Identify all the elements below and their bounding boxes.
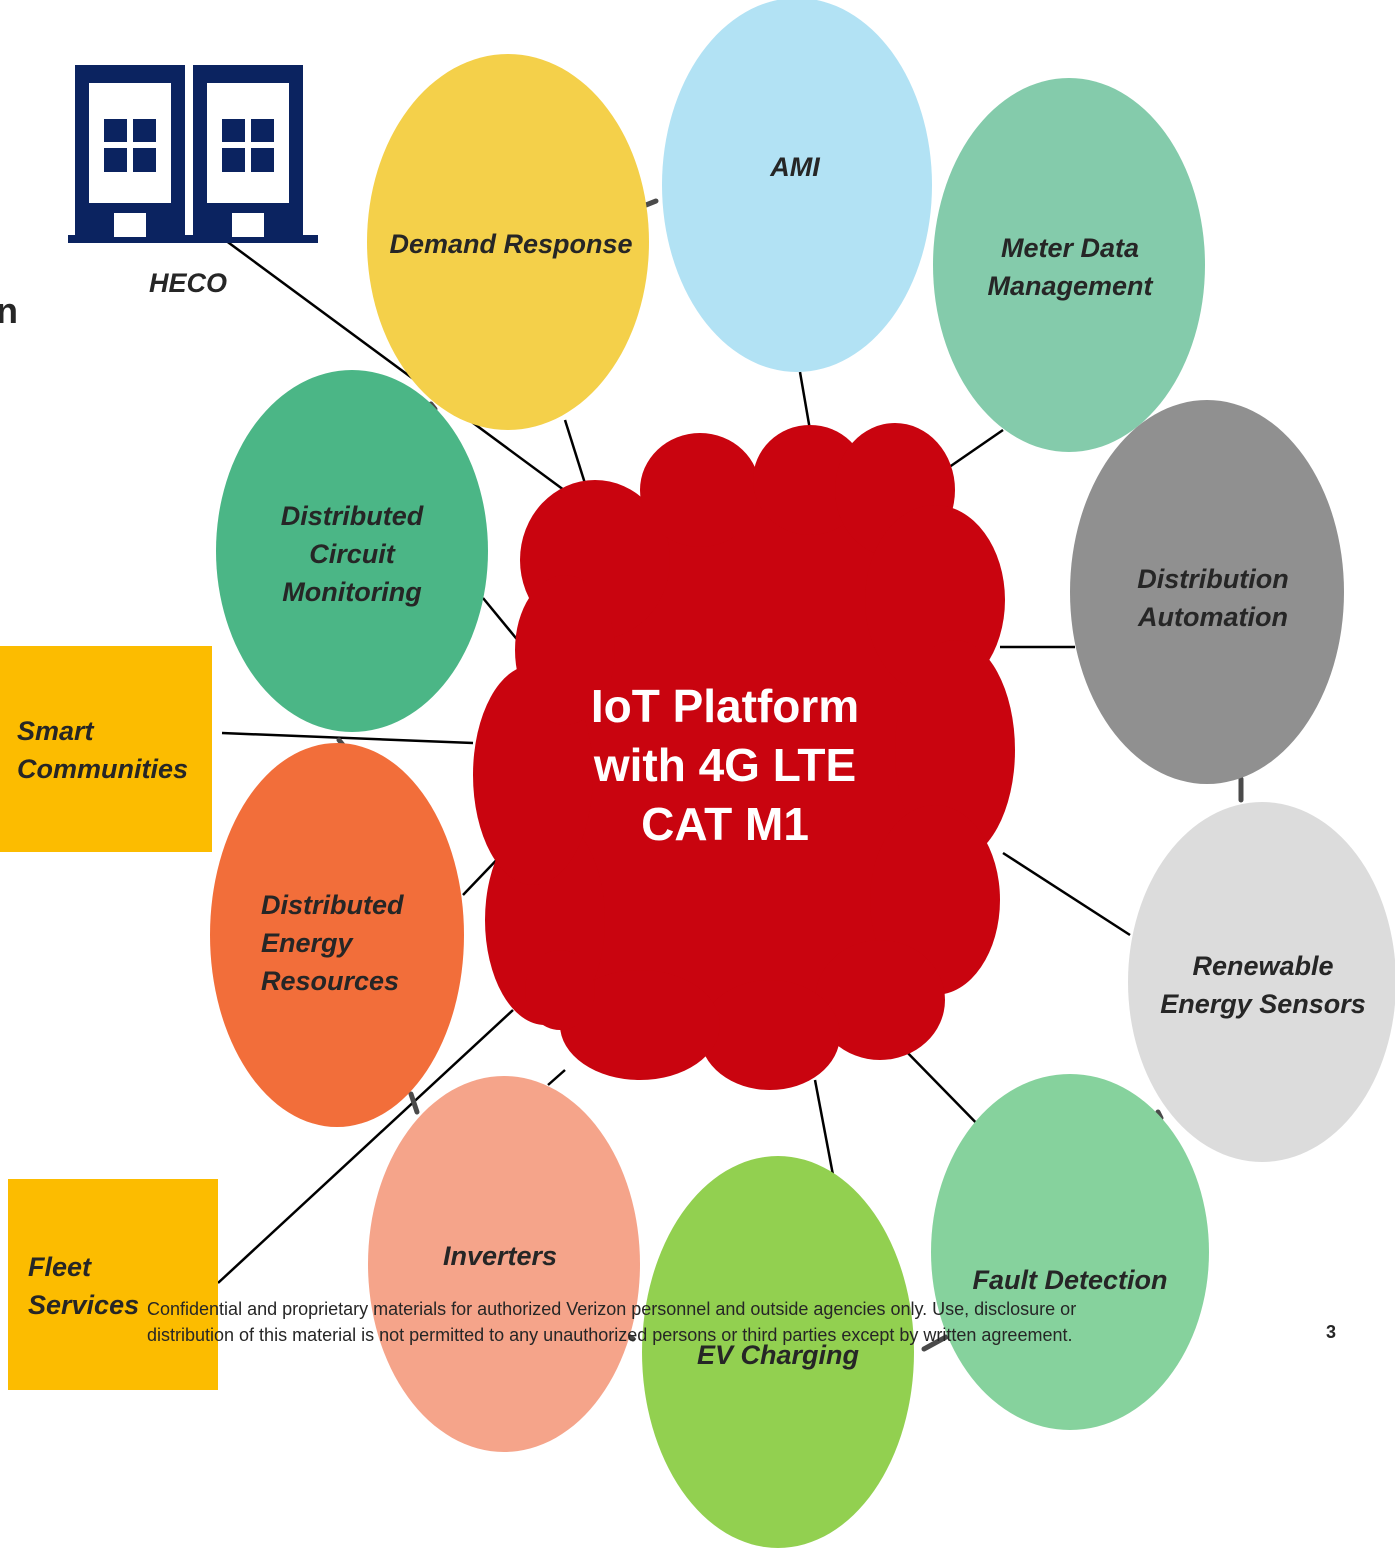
connector-ami — [798, 371, 812, 431]
page-number: 3 — [1326, 1322, 1337, 1342]
footer-line-1: Confidential and proprietary materials f… — [147, 1299, 1077, 1319]
connector-circuit-monitoring — [482, 597, 521, 644]
confidential-footer: Confidential and proprietary materials f… — [147, 1296, 1237, 1348]
node-distribution-automation-shape — [1070, 400, 1344, 784]
smart-communities-box — [0, 646, 212, 852]
building-window-panes — [104, 119, 274, 237]
distribution-automation-label: Distribution Automation — [1137, 564, 1289, 632]
node-fault-detection-shape — [931, 1074, 1209, 1430]
fleet-services-label: Fleet Services — [28, 1252, 140, 1320]
node-ami-shape — [662, 0, 932, 372]
connector-demand-response — [563, 419, 590, 494]
der-label: Distributed Energy Resources — [261, 890, 404, 996]
heco-label: HECO — [148, 268, 227, 298]
fleet-services-box — [8, 1179, 218, 1390]
node-meter-data-shape — [933, 78, 1205, 452]
ami-label: AMI — [770, 152, 820, 182]
renewable-energy-sensors-label: Renewable Energy Sensors — [1160, 951, 1366, 1019]
connector-meter-data — [944, 428, 1004, 472]
fault-detection-label: Fault Detection — [972, 1265, 1168, 1295]
circuit-monitoring-label: Distributed Circuit Monitoring — [280, 501, 424, 607]
smart-communities-label: Smart Communities — [17, 716, 189, 784]
meter-data-label: Meter Data Management — [987, 233, 1153, 301]
connector-fleet-services — [217, 1009, 514, 1284]
ring-ticks — [336, 198, 1244, 1352]
connector-ev-charging — [813, 1079, 835, 1176]
cut-off-letter: n — [0, 290, 18, 331]
connector-heco — [224, 238, 569, 495]
footer-line-2: distribution of this material is not per… — [147, 1325, 1073, 1345]
iot-platform-label: IoT Platform with 4G LTE CAT M1 — [590, 680, 860, 850]
node-circuit-monitoring-shape — [216, 370, 488, 732]
connector-renewable — [1002, 851, 1131, 937]
ev-charging-label: EV Charging — [696, 1340, 859, 1370]
connector-smart-communities — [221, 731, 474, 745]
connector-fault-detection — [899, 1044, 989, 1136]
demand-response-label: Demand Response — [389, 229, 633, 259]
connector-inverters — [547, 1069, 566, 1086]
node-inverters-shape — [368, 1076, 640, 1452]
connectors — [217, 238, 1131, 1284]
cloud-shape — [473, 423, 1015, 1090]
node-der-shape — [210, 743, 464, 1127]
node-renewable-shape — [1128, 802, 1395, 1162]
node-ev-charging-shape — [642, 1156, 914, 1548]
inverters-label: Inverters — [442, 1241, 558, 1271]
node-demand-response-shape — [367, 54, 649, 430]
